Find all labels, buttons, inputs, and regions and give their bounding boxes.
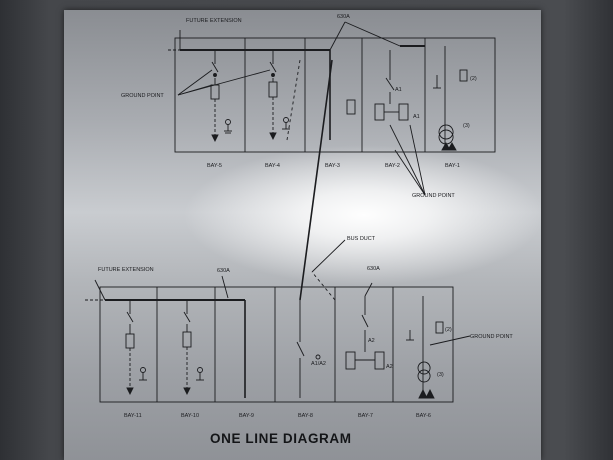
- top-rating-label: 630A: [337, 14, 350, 20]
- bottom-bay-label-0: BAY-11: [124, 413, 142, 419]
- top-bay-label-3: BAY-2: [385, 163, 400, 169]
- bottom-rating-left: 630A: [217, 268, 230, 274]
- bottom-switch-label-1: A1/A2: [311, 361, 326, 367]
- top-bay-label-2: BAY-3: [325, 163, 340, 169]
- bottom-bay-label-3: BAY-8: [298, 413, 313, 419]
- top-switch-label-2: A1: [413, 114, 420, 120]
- bottom-future-ext-label: FUTURE EXTENSION: [98, 267, 154, 273]
- bay-8-feeder: [296, 300, 321, 398]
- bottom-ct-label-2: (3): [437, 372, 444, 378]
- top-switch-label-1: A1: [395, 87, 402, 93]
- top-enclosure: [174, 37, 496, 153]
- top-panel: [168, 21, 496, 196]
- top-ct-label-1: (2): [470, 76, 477, 82]
- bottom-enclosure: [99, 286, 454, 403]
- top-ground-point-label: GROUND POINT: [121, 93, 164, 99]
- bay-2-feeder: [346, 50, 409, 121]
- top-future-ext-label: FUTURE EXTENSION: [186, 18, 242, 24]
- bottom-panel: [85, 271, 471, 403]
- bottom-rating-right: 630A: [367, 266, 380, 272]
- bus-duct-link: [299, 59, 333, 301]
- bus-duct-label: BUS DUCT: [347, 236, 376, 242]
- bottom-ct-label-1: (2): [445, 327, 452, 333]
- bay-6-feeder: [406, 296, 471, 399]
- top-bay-label-1: BAY-4: [265, 163, 280, 169]
- bay-10-feeder: [182, 300, 204, 396]
- bottom-ground-point-label: GROUND POINT: [470, 334, 513, 340]
- top-bay-label-0: BAY-5: [207, 163, 222, 169]
- top-right-ground-point-label: GROUND POINT: [412, 193, 455, 199]
- bottom-bay-label-1: BAY-10: [181, 413, 199, 419]
- bay-5-feeder: [210, 50, 232, 143]
- bay-11-feeder: [125, 300, 147, 396]
- top-bay-label-4: BAY-1: [445, 163, 460, 169]
- bay-1-feeder: [433, 46, 468, 151]
- top-ct-label-2: (3): [463, 123, 470, 129]
- bay-4-feeder: [268, 50, 290, 141]
- bottom-bay-label-2: BAY-9: [239, 413, 254, 419]
- bottom-switch-label-2: A2: [368, 338, 375, 344]
- bay-7-feeder: [345, 282, 385, 370]
- bottom-switch-label-3: A2: [386, 364, 393, 370]
- diagram-plate: [64, 10, 541, 460]
- bottom-bay-label-5: BAY-6: [416, 413, 431, 419]
- bottom-bay-label-4: BAY-7: [358, 413, 373, 419]
- diagram-title: ONE LINE DIAGRAM: [210, 431, 352, 446]
